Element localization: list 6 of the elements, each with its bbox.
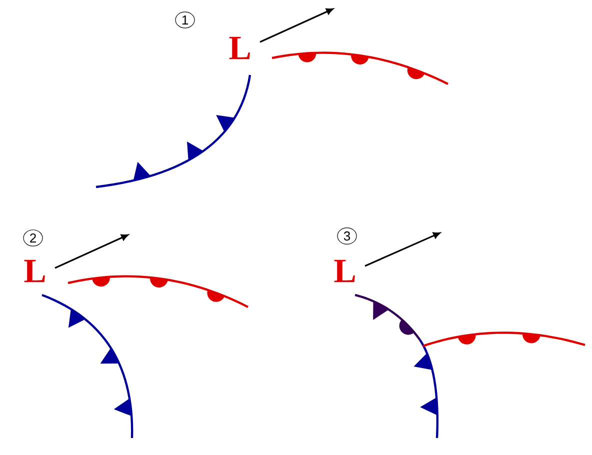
circled-number: 2: [23, 230, 43, 246]
low-pressure-symbol: L: [334, 260, 355, 282]
low-pressure-symbol: L: [24, 260, 45, 282]
circled-number: 1: [175, 12, 195, 28]
low-pressure-symbol: L: [229, 36, 250, 60]
circled-number: 3: [337, 227, 357, 244]
